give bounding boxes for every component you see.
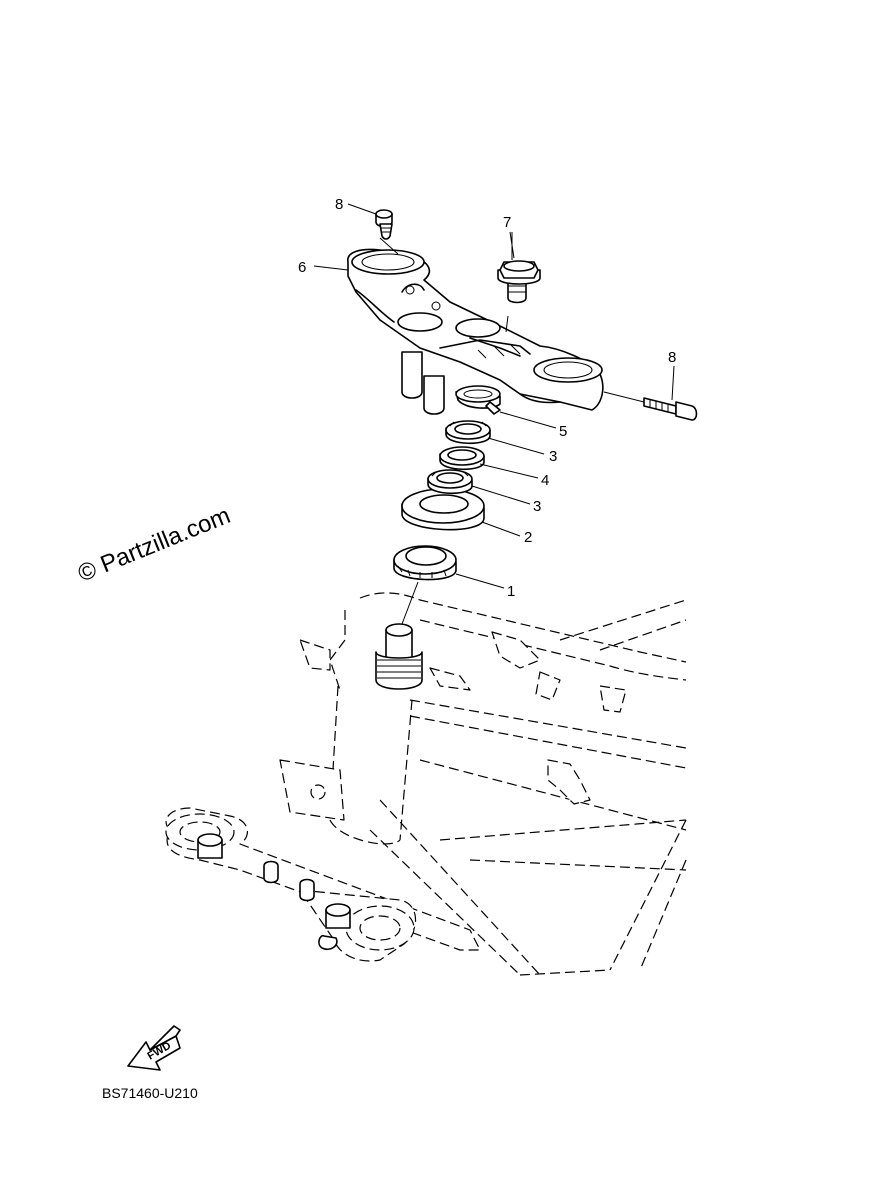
frame-outline — [299, 592, 687, 976]
callout-5: 5 — [559, 423, 567, 440]
leader-lines — [313, 203, 675, 589]
callout-2: 2 — [524, 529, 532, 546]
callout-3-lower: 3 — [533, 498, 541, 515]
part-5-special-washer — [455, 385, 501, 415]
part-3-ring-nut-lower — [427, 469, 473, 495]
callout-numbers: 8 6 7 8 5 3 4 3 2 1 — [298, 196, 676, 600]
callout-4: 4 — [541, 472, 549, 489]
part-8-pinch-bolt-side — [603, 391, 698, 421]
part-4-lock-washer — [439, 446, 485, 471]
callout-1: 1 — [507, 583, 515, 600]
callout-8-side: 8 — [668, 349, 676, 366]
part-1-ball-bearing — [393, 545, 457, 581]
callout-7: 7 — [503, 214, 511, 231]
under-bracket — [165, 759, 481, 962]
part-8-pinch-bolt-top — [375, 209, 393, 240]
watermark: © Partzilla.com — [74, 502, 234, 588]
callout-6: 6 — [298, 259, 306, 276]
part-6-upper-bracket — [347, 237, 604, 415]
steering-stem — [375, 581, 423, 690]
diagram-code: BS71460-U210 — [102, 1085, 198, 1101]
callout-3-upper: 3 — [549, 448, 557, 465]
part-3-ring-nut-upper — [445, 420, 491, 445]
part-7-stem-nut — [497, 231, 541, 333]
fwd-arrow-icon: FWD — [127, 1025, 181, 1071]
part-2-bearing-race — [401, 488, 485, 531]
callout-8-top: 8 — [335, 196, 343, 213]
